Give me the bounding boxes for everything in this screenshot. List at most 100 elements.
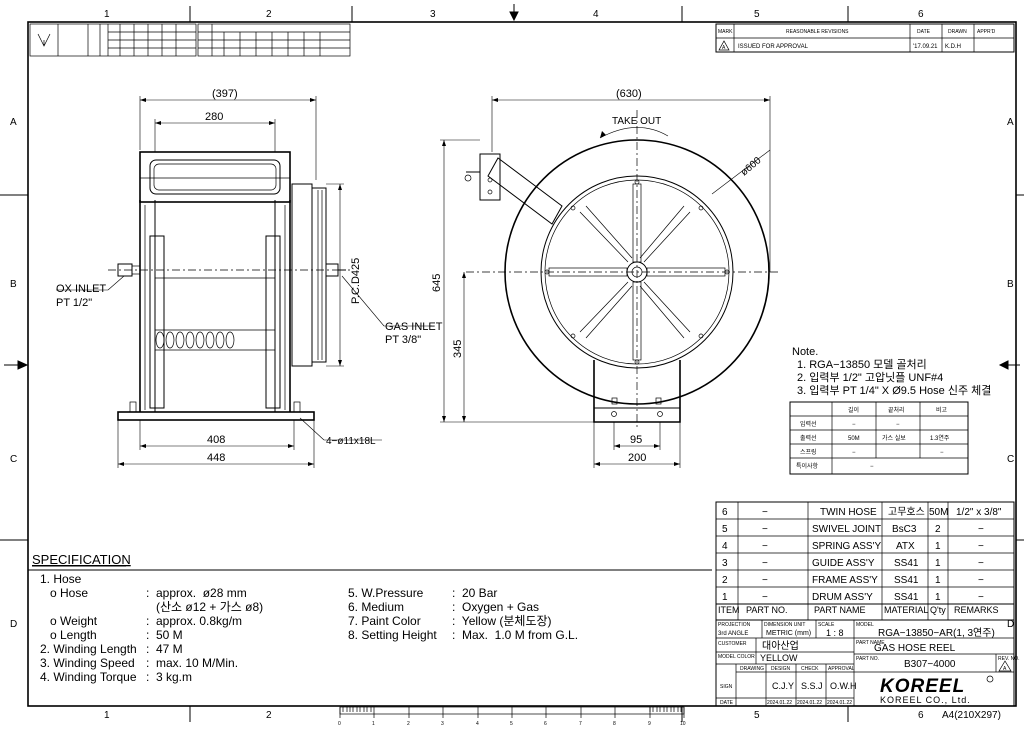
- side-view: [108, 151, 350, 421]
- zone-col-label: 1: [104, 710, 110, 721]
- note-table-cell: 출력선: [800, 434, 817, 442]
- sign-header: CHECK: [801, 666, 819, 672]
- customer-label: CUSTOMER: [718, 641, 747, 647]
- note-table-header: 비고: [936, 406, 948, 414]
- bom-material: BsC3: [892, 524, 917, 535]
- bom-part-no: −: [762, 592, 768, 603]
- bom-part-no: −: [762, 558, 768, 569]
- dim-side-base-inner: 408: [207, 434, 225, 446]
- rev-header-desc: REASONABLE REVISIONS: [786, 29, 849, 35]
- spec-value: : Max. 1.0 M from G.L.: [452, 628, 578, 642]
- note-table-cell: 특이사항: [796, 462, 819, 470]
- zone-labels: 1 2 3 4 5 6 1 2 5 6 A B C D A B C D: [10, 9, 1014, 721]
- spec-title: SPECIFICATION: [32, 552, 131, 567]
- spec-label: 8. Setting Height: [348, 628, 437, 642]
- model-color-label: MODEL COLOR: [718, 654, 755, 660]
- bom-part-name: TWIN HOSE: [820, 507, 877, 518]
- scale-tick-label: 5: [510, 721, 513, 727]
- zone-row-label: D: [10, 619, 17, 630]
- scale-tick-label: 9: [648, 721, 651, 727]
- customer-value: 대아산업: [762, 639, 799, 652]
- scale-tick-label: 10: [680, 721, 686, 727]
- note-title: Note.: [792, 346, 818, 358]
- dim-side-base-outer: 448: [207, 452, 225, 464]
- rev-header-date: DATE: [917, 29, 931, 35]
- rev-row-mark: A: [722, 45, 726, 51]
- scale-tick-label: 3: [441, 721, 444, 727]
- bom-qty: 1: [935, 558, 941, 569]
- dim-front-center: 345: [452, 340, 464, 358]
- zone-col-label: 5: [754, 710, 760, 721]
- bom-remarks: −: [978, 558, 984, 569]
- date-label: DATE: [720, 700, 734, 706]
- hose-wraps: [155, 331, 235, 349]
- sign-label: SIGN: [720, 684, 733, 690]
- bom-remarks: −: [978, 592, 984, 603]
- sign-header: DRAWING: [740, 666, 764, 672]
- bom-part-no: −: [762, 575, 768, 586]
- note-table-header: 끝처리: [888, 406, 905, 414]
- part-name-label: PART NAME: [856, 640, 885, 646]
- bom-part-name: FRAME ASS'Y: [812, 575, 878, 586]
- scale-tick-label: 7: [579, 721, 582, 727]
- scale-bar: 0 1 2 3 4 5 6 7 8 9 10: [338, 706, 686, 727]
- projection-value: 3rd ANGLE: [718, 631, 748, 637]
- note-table-cell: 입력선: [800, 420, 817, 428]
- dimension-value: METRIC (mm): [766, 630, 811, 637]
- scale-tick-label: 0: [338, 721, 341, 727]
- sign-date: 2024.01.22: [827, 700, 852, 706]
- bom-item: 5: [722, 524, 728, 535]
- bom-qty: 2: [935, 524, 941, 535]
- zone-row-label: B: [10, 279, 17, 290]
- koreel-logo: KOREEL: [880, 675, 994, 697]
- scale-value: 1 : 8: [826, 628, 844, 638]
- note-table-cell: 50M: [848, 436, 860, 442]
- bom-part-name: GUIDE ASS'Y: [812, 558, 875, 569]
- bom-header-cell: PART NAME: [814, 605, 866, 615]
- bom-material: SS41: [894, 575, 919, 586]
- drawing-border: [0, 4, 1024, 722]
- sign-value: C.J.Y: [772, 681, 794, 691]
- spec-value: : 3 kg.m: [146, 670, 192, 684]
- holes-spec: 4−ø11x18L: [326, 436, 376, 447]
- zone-col-label: 2: [266, 710, 272, 721]
- dimension-label: DIMENSION UNIT: [764, 622, 805, 628]
- ox-inlet-size: PT 1/2": [56, 297, 92, 309]
- spec-label: 2. Winding Length: [40, 642, 137, 656]
- zone-col-label: 5: [754, 9, 760, 20]
- bom-material: SS41: [894, 558, 919, 569]
- spec-label: 6. Medium: [348, 600, 404, 614]
- bom-material: ATX: [896, 541, 915, 552]
- bom-item: 2: [722, 575, 728, 586]
- model-value: RGA−13850−AR(1, 3연주): [878, 627, 995, 639]
- sign-value: O.W.H: [830, 681, 857, 691]
- rev-no-label: REV. NO.: [998, 656, 1020, 662]
- bom-header-cell: Q'ty: [930, 605, 946, 615]
- zone-row-label: B: [1007, 279, 1014, 290]
- bom-material: SS41: [894, 592, 919, 603]
- dim-front-base: 200: [628, 452, 646, 464]
- sign-date: 2024.01.22: [767, 700, 792, 706]
- table-row: 1 − DRUM ASS'Y SS41 1 −: [722, 592, 984, 603]
- logo-text: KOREEL: [880, 676, 965, 697]
- bom-qty: 1: [935, 575, 941, 586]
- note-table-cell: −: [896, 422, 900, 428]
- spec-label: 4. Winding Torque: [40, 670, 137, 684]
- bom-part-name: SPRING ASS'Y: [812, 541, 881, 552]
- dim-side-overall: (397): [212, 88, 238, 100]
- scale-tick-label: 6: [544, 721, 547, 727]
- rev-no-value: A: [1003, 666, 1007, 672]
- dim-side-top: 280: [205, 111, 223, 123]
- gas-inlet-label: GAS INLET: [385, 321, 443, 333]
- bom-header-cell: REMARKS: [954, 605, 999, 615]
- zone-row-label: C: [1007, 454, 1014, 465]
- spec-value: : 50 M: [146, 628, 183, 642]
- side-view-dimensions: (397) 280 408 448 P.C.D425 4−ø11x18L OX …: [56, 88, 443, 468]
- dim-diameter: ø600: [739, 155, 764, 178]
- note-table-header: 길이: [848, 406, 859, 414]
- spec-value: : approx. 0.8kg/m: [146, 614, 242, 628]
- dim-front-width: (630): [616, 88, 642, 100]
- spec-value: : approx. ø28 mm: [146, 586, 247, 600]
- bom-remarks: −: [978, 541, 984, 552]
- spec-value: : 47 M: [146, 642, 183, 656]
